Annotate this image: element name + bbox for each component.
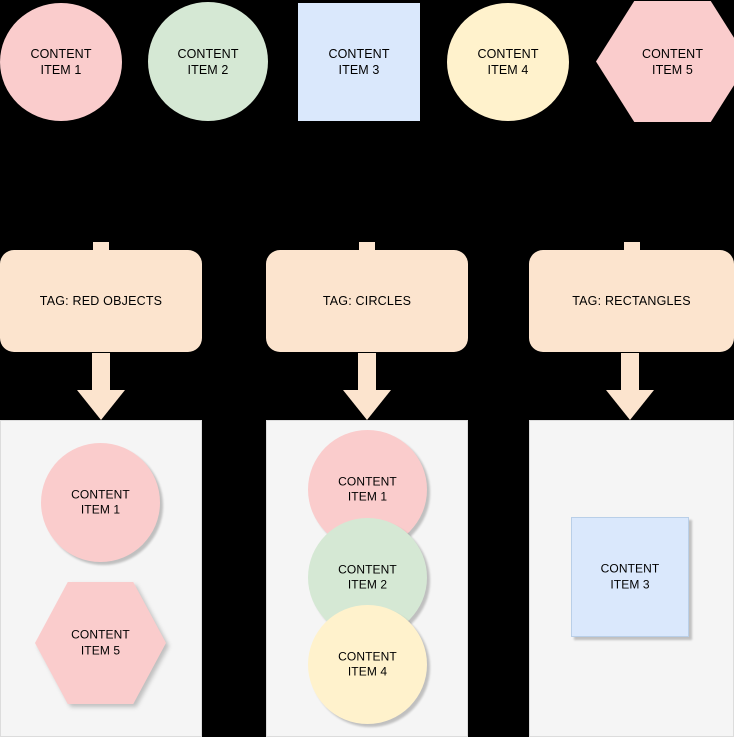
tag-connector-stub-circles — [359, 242, 375, 252]
arrow-shaft — [358, 353, 376, 390]
hexagon-icon — [596, 1, 734, 122]
group-circles-item-4-label: CONTENT ITEM 4 — [338, 649, 397, 679]
group-circles-item-2-label: CONTENT ITEM 2 — [338, 562, 397, 592]
tag-card-circles[interactable]: TAG: CIRCLES — [266, 250, 468, 352]
content-item-3-shape[interactable]: CONTENT ITEM 3 — [298, 3, 420, 121]
arrow-shaft — [92, 353, 110, 390]
arrow-down-icon-red-objects — [77, 353, 125, 420]
content-item-2-shape[interactable]: CONTENT ITEM 2 — [148, 2, 268, 121]
group-rectangles-item-3[interactable]: CONTENT ITEM 3 — [571, 517, 689, 637]
tag-card-red-objects[interactable]: TAG: RED OBJECTS — [0, 250, 202, 352]
tag-card-rectangles[interactable]: TAG: RECTANGLES — [529, 250, 734, 352]
group-red-objects-item-1-label: CONTENT ITEM 1 — [71, 487, 130, 517]
content-item-4-shape[interactable]: CONTENT ITEM 4 — [447, 3, 569, 121]
content-item-2-label: CONTENT ITEM 2 — [177, 46, 239, 77]
tag-connector-stub-red-objects — [93, 242, 109, 252]
group-red-objects-item-1[interactable]: CONTENT ITEM 1 — [41, 443, 160, 562]
hexagon-icon — [35, 582, 166, 704]
content-item-3-label: CONTENT ITEM 3 — [328, 47, 390, 77]
tag-card-circles-label: TAG: CIRCLES — [322, 294, 412, 308]
group-rectangles-item-3-label: CONTENT ITEM 3 — [600, 561, 660, 592]
arrow-head — [343, 390, 391, 420]
arrow-head — [77, 390, 125, 420]
content-item-1-label: CONTENT ITEM 1 — [30, 47, 92, 77]
arrow-head — [606, 390, 654, 420]
tag-connector-stub-rectangles — [623, 242, 640, 252]
content-item-1-shape[interactable]: CONTENT ITEM 1 — [0, 3, 122, 121]
arrow-down-icon-rectangles — [606, 353, 654, 420]
group-circles-item-1-label: CONTENT ITEM 1 — [338, 474, 397, 504]
tag-card-red-objects-label: TAG: RED OBJECTS — [39, 294, 163, 308]
content-item-5-shape[interactable]: CONTENT ITEM 5 — [596, 1, 734, 122]
group-circles-item-4[interactable]: CONTENT ITEM 4 — [308, 605, 427, 724]
group-red-objects-item-5[interactable]: CONTENT ITEM 5 — [35, 582, 166, 704]
arrow-down-icon-circles — [343, 353, 391, 420]
content-item-4-label: CONTENT ITEM 4 — [477, 47, 539, 77]
arrow-shaft — [621, 353, 639, 390]
tag-card-rectangles-label: TAG: RECTANGLES — [572, 294, 691, 308]
